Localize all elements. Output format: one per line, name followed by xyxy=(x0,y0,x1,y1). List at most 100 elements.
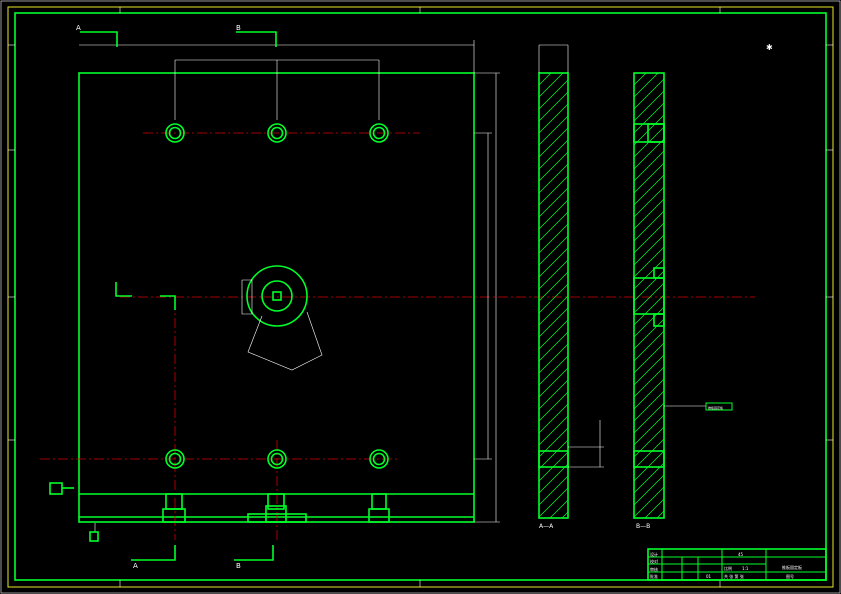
hatch-line xyxy=(539,415,568,446)
hatch-line xyxy=(634,474,664,506)
hatch-line xyxy=(644,498,664,518)
hatch-line xyxy=(634,246,664,278)
tb-count: 01 xyxy=(706,574,712,579)
plate-outline xyxy=(78,72,475,523)
hatch-line xyxy=(634,174,664,206)
hatch-line xyxy=(539,487,568,518)
hatch-line xyxy=(539,163,568,194)
hatch-line xyxy=(539,403,568,434)
hatch-line xyxy=(539,73,540,74)
marker-a-bottom: A xyxy=(133,562,138,570)
hatch-line xyxy=(539,139,568,170)
tb-part-name: 推板固定板 xyxy=(782,564,802,570)
hatch-line xyxy=(634,390,664,422)
tb-scale-label: 比例 xyxy=(724,565,732,571)
tb-approve: 批准 xyxy=(650,573,658,579)
leader-label: 推板固定板 xyxy=(708,405,723,410)
hatch-line xyxy=(634,426,664,458)
hatch-line xyxy=(634,210,664,242)
hatch-line xyxy=(549,499,568,518)
tb-design: 设计 xyxy=(650,551,658,557)
hatch-line xyxy=(539,73,564,98)
hatch-line xyxy=(539,355,568,386)
hatch-line xyxy=(634,462,664,494)
hatch-line xyxy=(634,282,664,314)
hatch-line xyxy=(634,318,664,350)
tb-sheet: 共 张 第 张 xyxy=(724,573,744,579)
hatch-line xyxy=(634,378,664,410)
hatch-line xyxy=(539,79,568,110)
tb-drawing-no: 图号 xyxy=(786,573,794,579)
hatch-line xyxy=(634,258,664,290)
hatch-line xyxy=(539,73,552,86)
hatch-line xyxy=(634,342,664,374)
hatch-line xyxy=(539,463,568,494)
hatch-line xyxy=(539,199,568,230)
hatch-line xyxy=(634,366,664,398)
hatch-line xyxy=(539,391,568,422)
hatch-line xyxy=(634,73,647,86)
datum-symbols xyxy=(49,482,99,542)
hatch-line xyxy=(539,439,568,470)
hatch-line xyxy=(539,307,568,338)
label-bb: B—B xyxy=(636,523,650,530)
hatch-line xyxy=(634,73,659,98)
hatch-line xyxy=(634,270,664,302)
hatch-line xyxy=(539,91,568,122)
hatch-line xyxy=(634,138,664,170)
hatch-line xyxy=(539,259,568,290)
marker-a-top: A xyxy=(76,24,81,32)
hatch-line xyxy=(539,175,568,206)
tb-review: 审核 xyxy=(650,566,658,572)
hatch-line xyxy=(539,247,568,278)
hatch-line xyxy=(656,510,664,518)
hatch-line xyxy=(539,283,568,314)
marker-b-bottom: B xyxy=(236,562,241,570)
section-aa: A—A xyxy=(538,44,604,530)
hatch-line xyxy=(634,450,664,482)
tb-material: 45 xyxy=(738,552,744,557)
hatch-line xyxy=(634,402,664,434)
central-boss xyxy=(241,265,323,371)
bottom-bosses xyxy=(162,493,390,523)
hatch-line xyxy=(539,211,568,242)
hatch-line xyxy=(634,90,664,122)
hatch-line xyxy=(539,319,568,350)
hatch-line xyxy=(634,414,664,446)
hatch-line xyxy=(634,150,664,182)
bottom-holes xyxy=(165,449,389,469)
hatch-line xyxy=(539,343,568,374)
hatch-line xyxy=(634,162,664,194)
label-aa: A—A xyxy=(539,523,554,530)
hatch-line xyxy=(539,103,568,134)
hatch-line xyxy=(539,223,568,254)
tb-check: 校对 xyxy=(650,558,658,564)
hatch-line xyxy=(539,295,568,326)
hatch-line xyxy=(539,115,568,146)
hatch-line xyxy=(634,294,664,326)
hatch-line xyxy=(539,379,568,410)
tb-scale-value: 1:1 xyxy=(742,566,749,571)
hatch-line xyxy=(634,222,664,254)
hatch-line xyxy=(561,511,568,518)
hatch-line xyxy=(634,234,664,266)
hatch-line xyxy=(634,330,664,362)
hatch-line xyxy=(539,427,568,458)
hatch-line xyxy=(634,198,664,230)
hatch-line xyxy=(539,151,568,182)
section-markers: A B A B xyxy=(76,24,277,570)
hatch-line xyxy=(634,486,664,518)
marker-b-top: B xyxy=(236,24,241,32)
hatch-line xyxy=(634,102,664,134)
hatch-line xyxy=(634,186,664,218)
hatch-line xyxy=(634,78,664,110)
hatch-line xyxy=(634,306,664,338)
hatch-line xyxy=(634,114,664,146)
hatch-line xyxy=(634,535,664,565)
title-block: 设计 校对 审核 批准 45 比例 1:1 共 张 第 张 01 推板固定板 图… xyxy=(647,548,827,581)
hatch-line xyxy=(539,271,568,302)
hatch-line xyxy=(634,438,664,470)
hatch-line xyxy=(634,354,664,386)
